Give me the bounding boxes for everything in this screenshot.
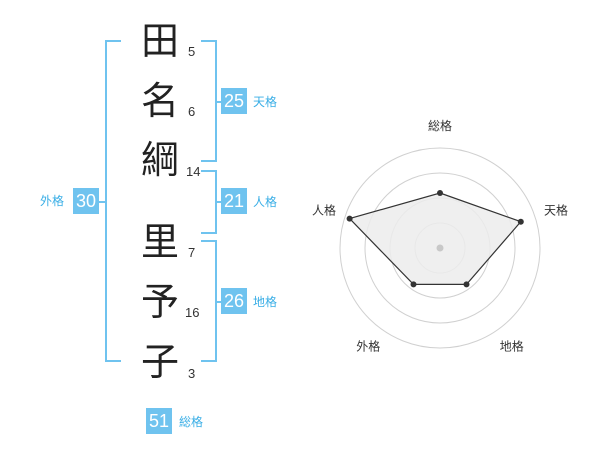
gaikaku-badge: 30 [73,188,99,214]
radar-point-3 [463,281,470,288]
radar-point-1 [437,190,443,196]
radar-axis-label-4: 外格 [356,339,380,354]
radar-axis-label-2: 天格 [544,202,568,217]
soukaku-badge: 51 [146,408,172,434]
stroke-count-5: 16 [185,305,200,320]
stroke-count-6: 3 [188,366,196,381]
jinkaku-label: 人格 [253,195,278,209]
radar-axis-label-5: 人格 [312,202,336,217]
gaikaku-connector [99,201,106,203]
name-char-1: 田 [140,19,179,63]
radar-center-dot [436,244,444,252]
name-char-5: 予 [140,280,179,324]
radar-point-4 [410,281,417,288]
radar-axis-label-3: 地格 [500,339,524,354]
name-char-6: 子 [140,340,179,384]
radar-ring-4 [339,147,541,349]
gaikaku-bracket [105,40,121,362]
stroke-count-3: 14 [186,164,201,179]
radar-point-2 [517,218,524,225]
stroke-count-2: 6 [188,104,196,119]
tenkaku-connector [215,101,221,103]
jinkaku-badge: 21 [221,188,247,214]
chikaku-badge: 26 [221,288,247,314]
soukaku-label: 総格 [179,415,204,429]
radar-polygon [348,192,522,285]
radar-ring-3 [364,172,516,324]
gaikaku-label: 外格 [40,194,65,208]
tenkaku-label: 天格 [253,95,278,109]
stroke-count-4: 7 [188,245,196,260]
radar-axis-label-1: 総格 [428,118,452,133]
chikaku-label: 地格 [253,295,278,309]
jinkaku-connector [215,201,221,203]
stroke-count-1: 5 [188,44,196,59]
name-char-2: 名 [140,79,179,123]
name-char-3: 綱 [140,138,179,182]
chikaku-connector [215,301,221,303]
name-char-4: 里 [140,220,179,264]
radar-point-5 [346,215,353,222]
tenkaku-badge: 25 [221,88,247,114]
